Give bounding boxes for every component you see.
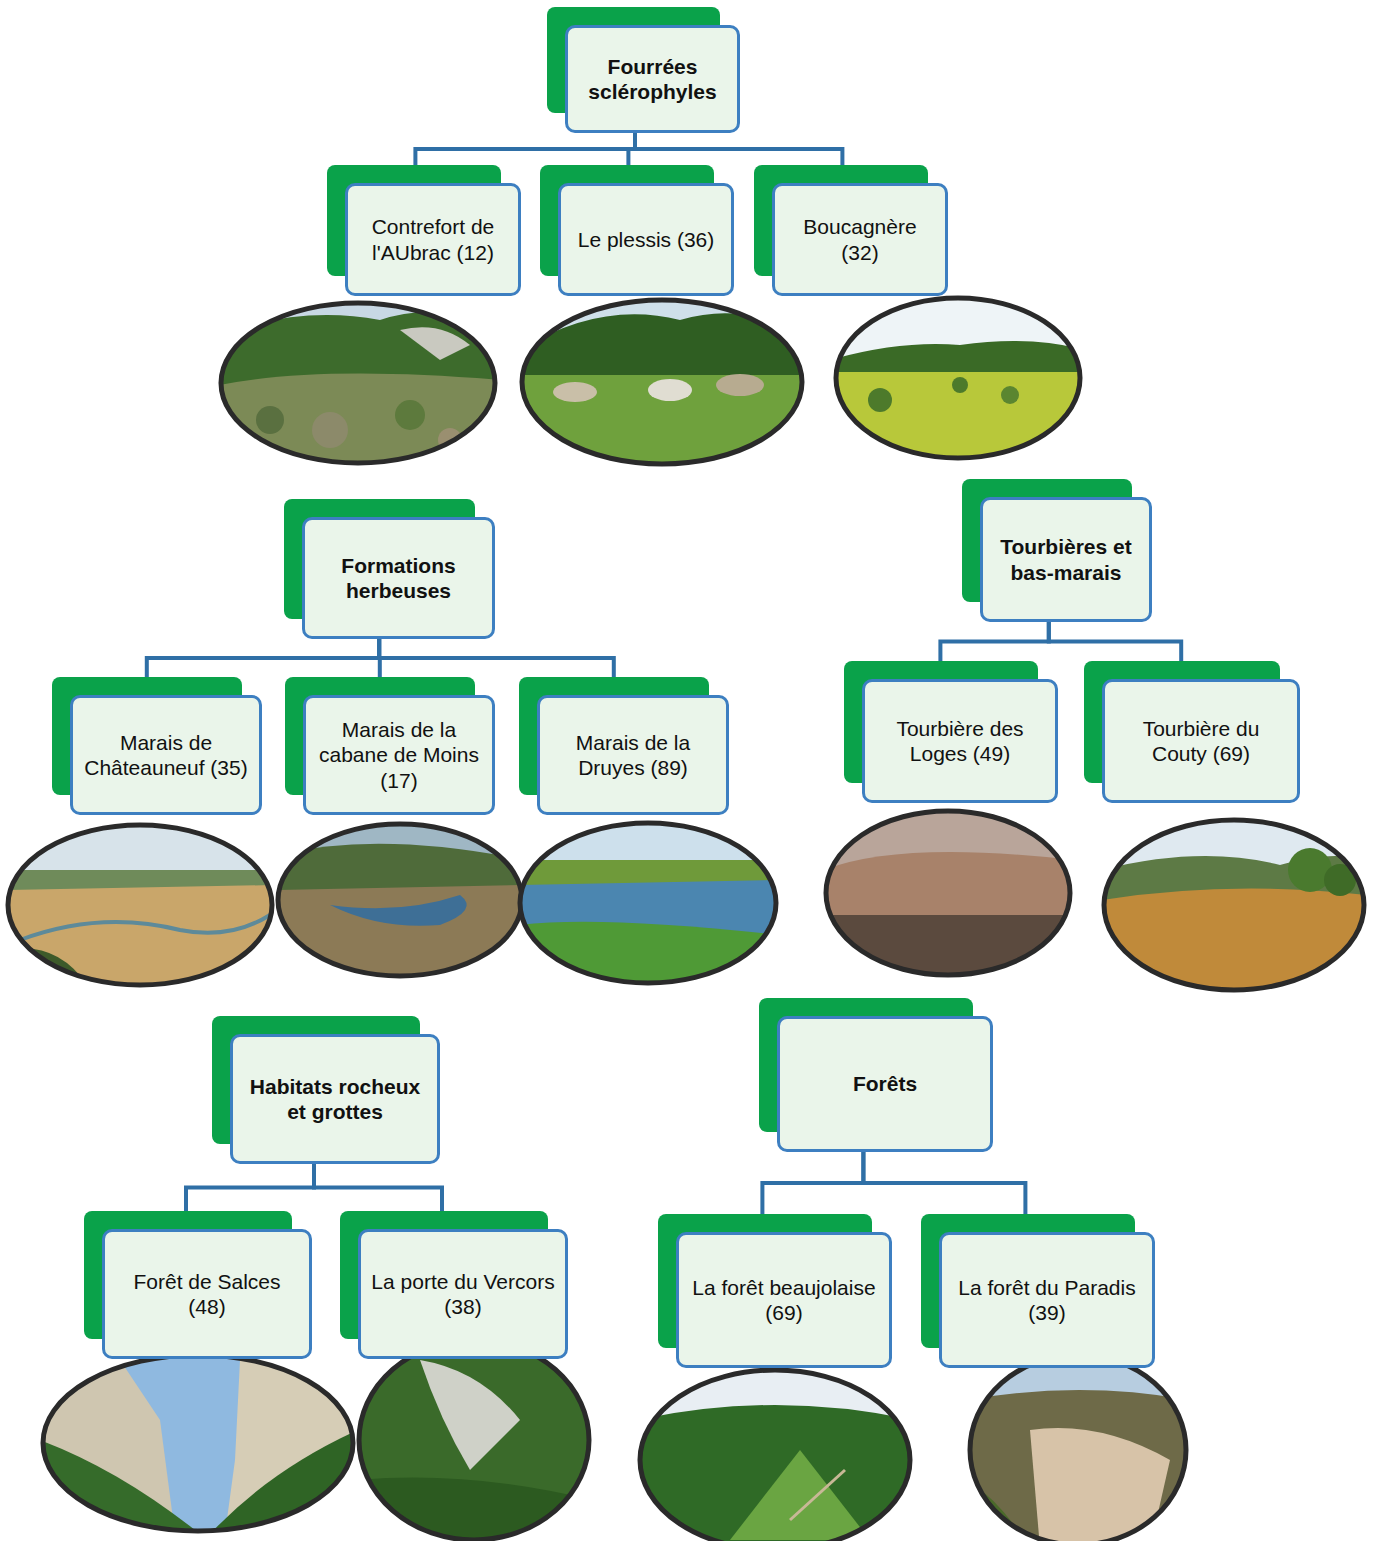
site-box: Tourbière des Loges (49) <box>862 679 1058 803</box>
group-title: Formations herbeuses <box>302 517 495 639</box>
photo <box>5 822 275 992</box>
photo <box>275 822 525 982</box>
site-box: Forêt de Salces (48) <box>102 1229 312 1359</box>
group-box: Tourbières et bas-marais <box>980 497 1152 622</box>
box-face <box>345 183 521 296</box>
site-box: Marais de Châteauneuf (35) <box>70 695 262 815</box>
box-face <box>230 1034 440 1164</box>
photo <box>40 1352 358 1534</box>
photo <box>356 1337 592 1541</box>
group-box: Forêts <box>777 1016 993 1152</box>
site-box: Contrefort de l'AUbrac (12) <box>345 183 521 296</box>
site-box: La porte du Vercors (38) <box>358 1229 568 1359</box>
group-title: Tourbières et bas-marais <box>980 497 1152 622</box>
site-label: La forêt beaujolaise (69) <box>676 1232 892 1368</box>
box-face <box>980 497 1152 622</box>
group-box: Habitats rocheux et grottes <box>230 1034 440 1164</box>
site-label: Marais de la cabane de Moins (17) <box>303 695 495 815</box>
group-box: Formations herbeuses <box>302 517 495 639</box>
site-box: Le plessis (36) <box>558 183 734 296</box>
group-title: Fourrées sclérophyles <box>565 25 740 133</box>
photo <box>520 298 805 470</box>
box-face <box>537 695 729 815</box>
site-box: Marais de la Druyes (89) <box>537 695 729 815</box>
group-box: Fourrées sclérophyles <box>565 25 740 133</box>
site-label: Tourbière des Loges (49) <box>862 679 1058 803</box>
site-box: La forêt du Paradis (39) <box>939 1232 1155 1368</box>
group-title: Forêts <box>777 1016 993 1152</box>
site-box: Tourbière du Couty (69) <box>1102 679 1300 803</box>
photo <box>967 1352 1189 1541</box>
box-face <box>772 183 948 296</box>
site-box: Marais de la cabane de Moins (17) <box>303 695 495 815</box>
photo <box>518 820 780 985</box>
site-box: Boucagnère (32) <box>772 183 948 296</box>
photo <box>830 295 1085 462</box>
site-label: Marais de la Druyes (89) <box>537 695 729 815</box>
box-face <box>862 679 1058 803</box>
site-label: La forêt du Paradis (39) <box>939 1232 1155 1368</box>
site-label: Boucagnère (32) <box>772 183 948 296</box>
box-face <box>939 1232 1155 1368</box>
site-label: La porte du Vercors (38) <box>358 1229 568 1359</box>
box-face <box>358 1229 568 1359</box>
site-label: Le plessis (36) <box>558 183 734 296</box>
photo <box>824 808 1074 980</box>
site-label: Contrefort de l'AUbrac (12) <box>345 183 521 296</box>
box-face <box>70 695 262 815</box>
site-label: Marais de Châteauneuf (35) <box>70 695 262 815</box>
site-label: Tourbière du Couty (69) <box>1102 679 1300 803</box>
photo <box>220 300 500 470</box>
site-box: La forêt beaujolaise (69) <box>676 1232 892 1368</box>
box-face <box>1102 679 1300 803</box>
photo <box>1102 818 1367 995</box>
box-face <box>302 517 495 639</box>
box-face <box>102 1229 312 1359</box>
box-face <box>676 1232 892 1368</box>
photo <box>637 1367 913 1541</box>
group-title: Habitats rocheux et grottes <box>230 1034 440 1164</box>
box-face <box>565 25 740 133</box>
site-label: Forêt de Salces (48) <box>102 1229 312 1359</box>
